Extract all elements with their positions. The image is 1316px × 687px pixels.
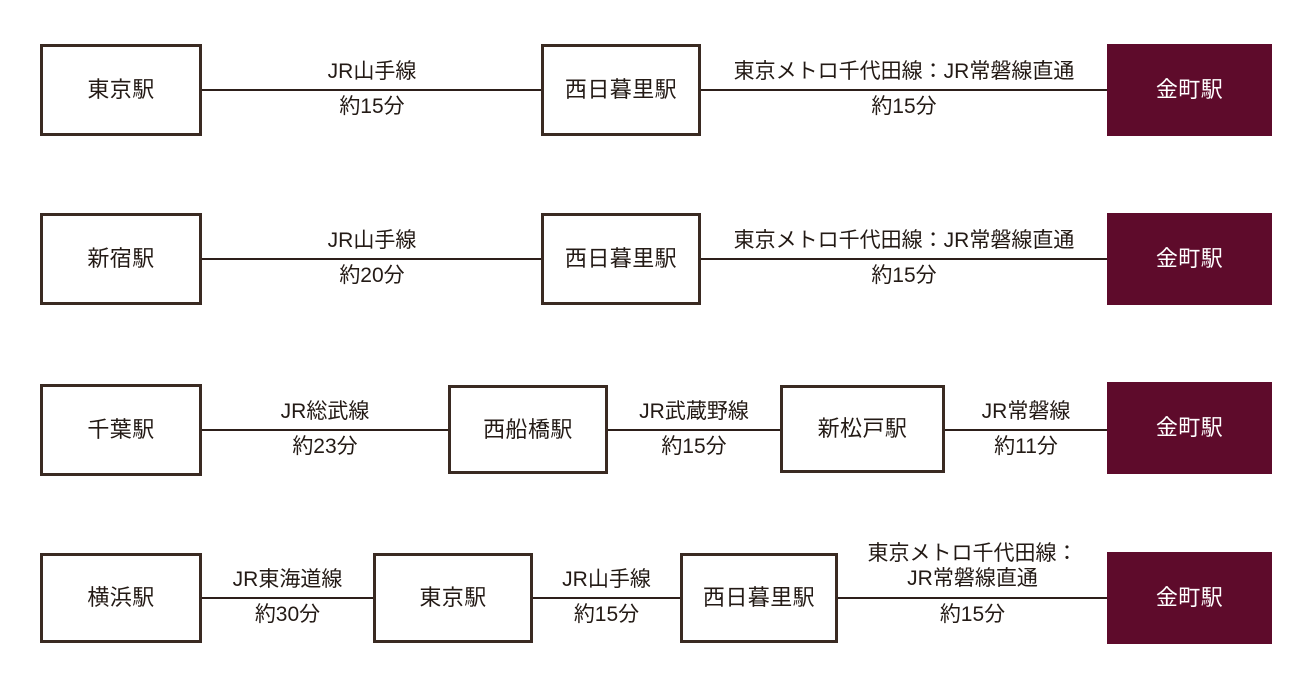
segment-line-name: 東京メトロ千代田線： JR常磐線直通 <box>838 542 1107 597</box>
segment-duration: 約15分 <box>661 435 727 458</box>
station-box-r3-0[interactable]: 千葉駅 <box>40 384 202 476</box>
station-label: 西日暮里駅 <box>702 585 816 610</box>
station-label: 横浜駅 <box>87 585 155 610</box>
segment-duration: 約20分 <box>339 264 405 287</box>
route-row-3: 千葉駅 西船橋駅 新松戸駅 金町駅 JR総武線 約23分 JR武蔵野線 約15分… <box>0 340 1316 510</box>
segment-line-name: JR総武線 <box>280 400 370 424</box>
segment-line-name: JR山手線 <box>327 229 417 253</box>
station-box-r4-3-terminus[interactable]: 金町駅 <box>1107 552 1272 644</box>
station-box-r4-2[interactable]: 西日暮里駅 <box>680 553 838 643</box>
connector-r3-s3 <box>943 429 1109 431</box>
station-label: 西船橋駅 <box>483 416 573 442</box>
connector-r3-s1 <box>200 429 450 431</box>
connector-r2-s2 <box>697 258 1109 260</box>
station-label: 西日暮里駅 <box>564 77 678 102</box>
connector-r4-s1 <box>200 597 375 599</box>
connector-r4-s3 <box>836 597 1109 599</box>
segment-duration: 約15分 <box>573 603 640 626</box>
station-box-r1-0[interactable]: 東京駅 <box>40 44 202 136</box>
station-box-r1-1[interactable]: 西日暮里駅 <box>541 44 701 136</box>
segment-duration: 約11分 <box>994 435 1058 458</box>
station-label: 千葉駅 <box>87 417 155 442</box>
connector-r3-s2 <box>606 429 782 431</box>
segment-duration: 約15分 <box>939 603 1006 626</box>
station-label: 新宿駅 <box>87 246 155 271</box>
connector-r2-s1 <box>200 258 544 260</box>
connector-r1-s2 <box>697 89 1109 91</box>
segment-line-name: JR常磐線 <box>981 400 1071 424</box>
station-label: 西日暮里駅 <box>564 246 678 271</box>
station-label: 金町駅 <box>1155 415 1224 440</box>
station-box-r3-3-terminus[interactable]: 金町駅 <box>1107 382 1272 474</box>
station-label: 東京駅 <box>419 585 487 610</box>
station-box-r4-1[interactable]: 東京駅 <box>373 553 533 643</box>
route-row-2: 新宿駅 西日暮里駅 金町駅 JR山手線 約20分 東京メトロ千代田線：JR常磐線… <box>0 169 1316 339</box>
segment-duration: 約23分 <box>292 435 358 458</box>
station-box-r3-1[interactable]: 西船橋駅 <box>448 385 608 474</box>
segment-line-name: JR武蔵野線 <box>639 400 749 424</box>
segment-duration: 約15分 <box>871 264 937 287</box>
segment-line-name: 東京メトロ千代田線：JR常磐線直通 <box>733 60 1075 84</box>
station-box-r3-2[interactable]: 新松戸駅 <box>780 385 945 473</box>
segment-duration: 約15分 <box>871 95 937 118</box>
segment-line-name-row1: 東京メトロ千代田線： <box>867 542 1078 566</box>
station-box-r2-1[interactable]: 西日暮里駅 <box>541 213 701 305</box>
route-row-4: 横浜駅 東京駅 西日暮里駅 金町駅 JR東海道線 約30分 JR山手線 約15分… <box>0 508 1316 687</box>
station-label: 金町駅 <box>1155 246 1224 271</box>
segment-line-name: JR東海道線 <box>232 568 343 592</box>
station-box-r1-2-terminus[interactable]: 金町駅 <box>1107 44 1272 136</box>
station-label: 東京駅 <box>87 77 155 102</box>
station-box-r2-2-terminus[interactable]: 金町駅 <box>1107 213 1272 305</box>
station-box-r4-0[interactable]: 横浜駅 <box>40 553 202 643</box>
station-box-r2-0[interactable]: 新宿駅 <box>40 213 202 305</box>
segment-line-name-row2: JR常磐線直通 <box>907 567 1038 591</box>
segment-line-name: 東京メトロ千代田線：JR常磐線直通 <box>733 229 1075 253</box>
segment-line-name: JR山手線 <box>562 568 651 592</box>
station-label: 新松戸駅 <box>817 416 908 441</box>
route-row-1: 東京駅 西日暮里駅 金町駅 JR山手線 約15分 東京メトロ千代田線：JR常磐線… <box>0 0 1316 170</box>
connector-r1-s1 <box>200 89 544 91</box>
segment-line-name: JR山手線 <box>327 60 417 84</box>
connector-r4-s2 <box>531 597 682 599</box>
station-label: 金町駅 <box>1155 585 1224 610</box>
segment-duration: 約30分 <box>254 603 321 626</box>
segment-duration: 約15分 <box>339 95 405 118</box>
station-label: 金町駅 <box>1155 77 1224 102</box>
